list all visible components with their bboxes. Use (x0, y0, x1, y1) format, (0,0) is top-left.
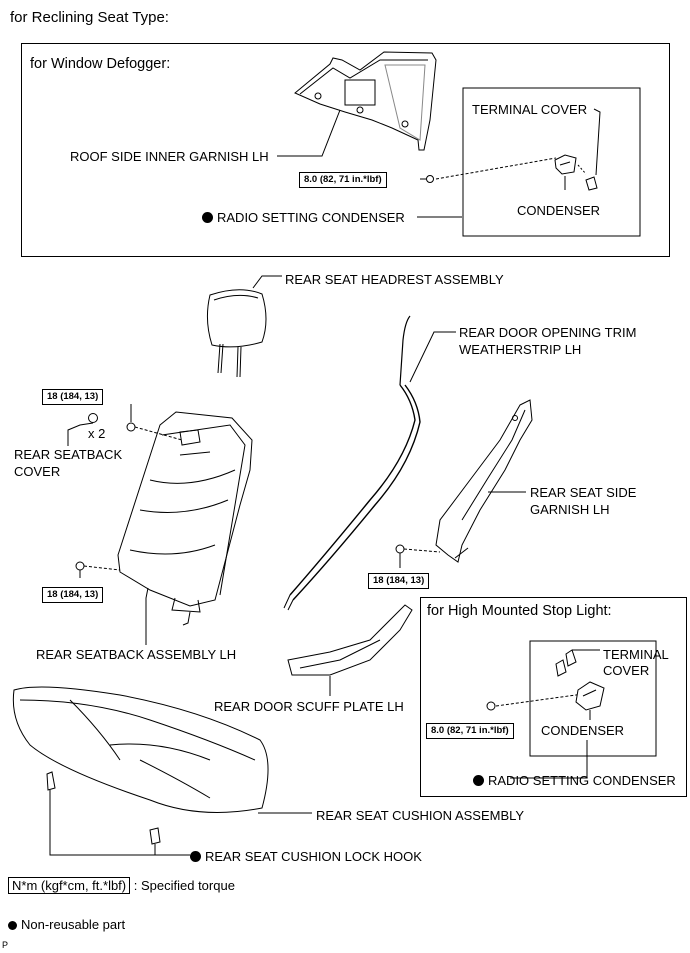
torque-spec-seatback-top: 18 (184, 13) (42, 389, 104, 405)
legend-non-reusable-text: Non-reusable part (21, 917, 126, 932)
non-reusable-dot-icon (473, 775, 484, 786)
figure-code: P (2, 940, 9, 950)
legend-torque-unit: N*m (kgf*cm, ft.*lbf) (8, 877, 131, 894)
torque-spec-stop-light: 8.0 (82, 71 in.*lbf) (426, 723, 514, 739)
scuff-plate-drawing (287, 604, 413, 676)
page-title: for Reclining Seat Type: (10, 9, 169, 26)
seatback-cover-label-line1: REAR SEATBACK (14, 447, 123, 462)
seatback-cover-label-line2: COVER (14, 464, 61, 479)
scuff-plate-label: REAR DOOR SCUFF PLATE LH (214, 699, 404, 714)
stop-light-radio-condenser-label: RADIO SETTING CONDENSER (473, 773, 676, 788)
legend-torque-desc: : Specified torque (133, 878, 235, 893)
condenser-drawing-bottom (575, 681, 605, 720)
weatherstrip-label-line2: WEATHERSTRIP LH (459, 342, 582, 357)
stop-light-title: for High Mounted Stop Light: (427, 603, 612, 619)
stop-light-radio-condenser-text: RADIO SETTING CONDENSER (488, 773, 676, 788)
stop-light-condenser-label: CONDENSER (541, 723, 625, 738)
condenser-label: CONDENSER (517, 203, 601, 218)
non-reusable-dot-icon (8, 921, 17, 930)
terminal-cover-label: TERMINAL COVER (472, 102, 588, 117)
seat-cushion-label: REAR SEAT CUSHION ASSEMBLY (316, 808, 525, 823)
cushion-lock-hook-text: REAR SEAT CUSHION LOCK HOOK (205, 849, 422, 864)
high-mounted-stop-light-box (420, 597, 687, 797)
seatback-assembly-label: REAR SEATBACK ASSEMBLY LH (36, 647, 237, 662)
headrest-drawing (206, 289, 267, 378)
non-reusable-dot-icon (190, 851, 201, 862)
seatback-drawing (117, 411, 253, 626)
side-garnish-drawing (435, 399, 533, 563)
seat-cushion-drawing (12, 686, 269, 813)
headrest-label: REAR SEAT HEADREST ASSEMBLY (285, 272, 504, 287)
radio-setting-condenser-text: RADIO SETTING CONDENSER (217, 210, 405, 225)
weatherstrip-label-line1: REAR DOOR OPENING TRIM (459, 325, 637, 340)
torque-spec-defogger: 8.0 (82, 71 in.*lbf) (299, 172, 387, 188)
condenser-drawing-top (554, 154, 577, 190)
torque-spec-side-garnish: 18 (184, 13) (368, 573, 430, 589)
torque-spec-seatback-left: 18 (184, 13) (42, 587, 104, 603)
roof-side-inner-garnish-label: ROOF SIDE INNER GARNISH LH (70, 149, 269, 164)
quantity-label: x 2 (88, 426, 106, 441)
terminal-label-line1: TERMINAL (603, 647, 669, 662)
roof-side-inner-garnish-drawing (294, 51, 437, 151)
side-garnish-label-line2: GARNISH LH (530, 502, 610, 517)
window-defogger-title: for Window Defogger: (30, 56, 171, 72)
cushion-lock-hook-label: REAR SEAT CUSHION LOCK HOOK (190, 849, 422, 864)
legend-torque: N*m (kgf*cm, ft.*lbf) : Specified torque (8, 877, 235, 894)
side-garnish-label-line1: REAR SEAT SIDE (530, 485, 637, 500)
window-defogger-box (21, 43, 670, 257)
weatherstrip-drawing (283, 315, 421, 611)
non-reusable-dot-icon (202, 212, 213, 223)
terminal-label-line2: COVER (603, 663, 650, 678)
legend-non-reusable: Non-reusable part (8, 917, 125, 932)
radio-setting-condenser-label: RADIO SETTING CONDENSER (202, 210, 405, 225)
